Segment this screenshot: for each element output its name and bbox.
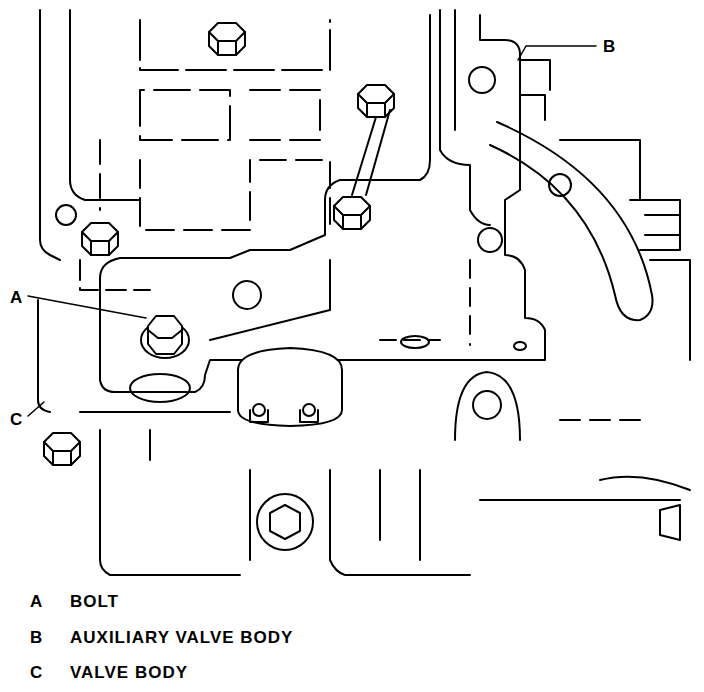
legend-text: VALVE BODY — [70, 664, 188, 681]
legend-letter: B — [30, 629, 43, 646]
callout-letter: C — [10, 411, 23, 428]
legend-letter: A — [30, 593, 43, 610]
legend-text: AUXILIARY VALVE BODY — [70, 629, 293, 646]
legend-letter: C — [30, 664, 43, 681]
callout-letter: B — [603, 38, 616, 55]
legend-text: BOLT — [70, 593, 119, 610]
callout-letter: A — [10, 289, 23, 306]
